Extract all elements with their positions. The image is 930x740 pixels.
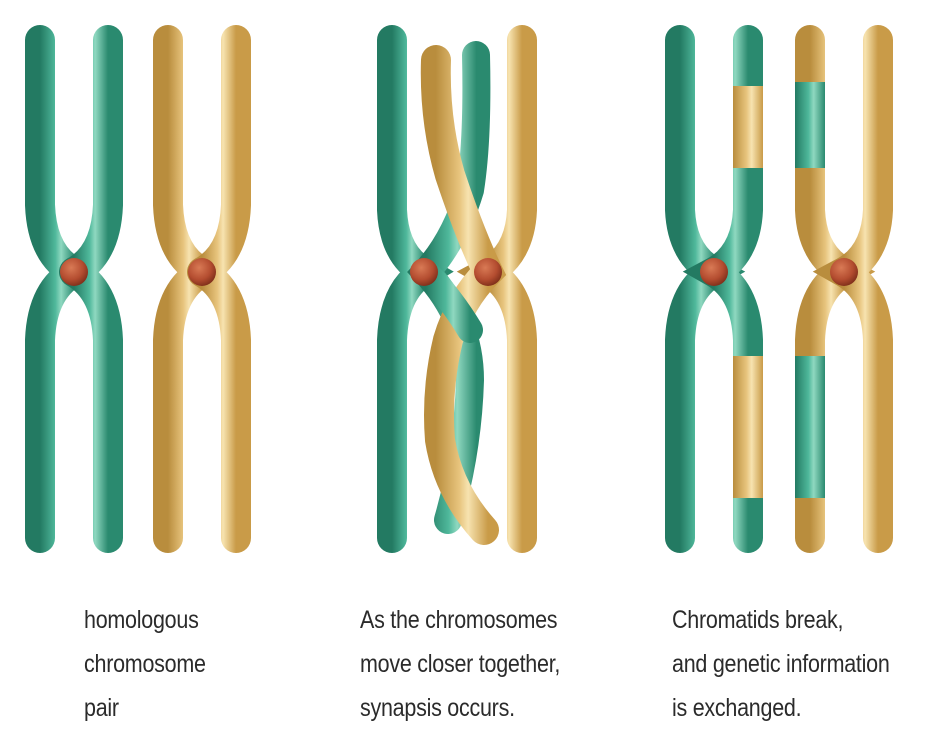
caption-homologous-pair: homologous chromosome pair — [84, 598, 206, 730]
centromere — [830, 258, 858, 286]
green-chromatid-right-lower — [59, 257, 123, 553]
caption-line: homologous — [84, 606, 199, 634]
caption-line: and genetic information — [672, 650, 890, 678]
panel-synapsis — [377, 25, 537, 553]
green-chromatid-left-lower — [25, 257, 89, 553]
yellow-chromatid-right — [812, 25, 893, 553]
exchanged-segment-green — [795, 82, 825, 168]
centromere — [60, 258, 88, 286]
caption-line: is exchanged. — [672, 694, 802, 722]
chromosome-diagram — [25, 25, 893, 553]
yellow-chromatid-outer — [456, 25, 537, 553]
centromere — [410, 258, 438, 286]
green-chromatid-outer — [377, 25, 454, 553]
caption-line: As the chromosomes — [360, 606, 558, 634]
yellow-chromatid-right — [187, 25, 251, 287]
yellow-chromosome — [153, 25, 251, 553]
yellow-chromatid-left — [153, 25, 217, 287]
caption-crossing-over: Chromatids break, and genetic informatio… — [672, 598, 890, 730]
exchanged-segment-green — [795, 356, 825, 498]
caption-line: Chromatids break, — [672, 606, 844, 634]
caption-line: move closer together, — [360, 650, 561, 678]
centromere — [474, 258, 502, 286]
caption-line: pair — [84, 694, 119, 722]
exchanged-segment-yellow — [733, 86, 763, 168]
green-chromosome — [25, 25, 123, 553]
centromere — [700, 258, 728, 286]
centromere — [188, 258, 216, 286]
green-chromatid-right — [59, 25, 123, 287]
caption-line: synapsis occurs. — [360, 694, 515, 722]
panel-homologous-pair — [25, 25, 251, 553]
green-chromatid-left — [665, 25, 746, 553]
caption-line: chromosome — [84, 650, 206, 678]
caption-synapsis: As the chromosomes move closer together,… — [360, 598, 560, 730]
panel-crossing-over — [665, 25, 893, 553]
yellow-chromatid-left-lower — [153, 257, 217, 553]
exchanged-segment-yellow — [733, 356, 763, 498]
green-chromatid-left — [25, 25, 89, 287]
yellow-chromatid-right-lower — [187, 257, 251, 553]
